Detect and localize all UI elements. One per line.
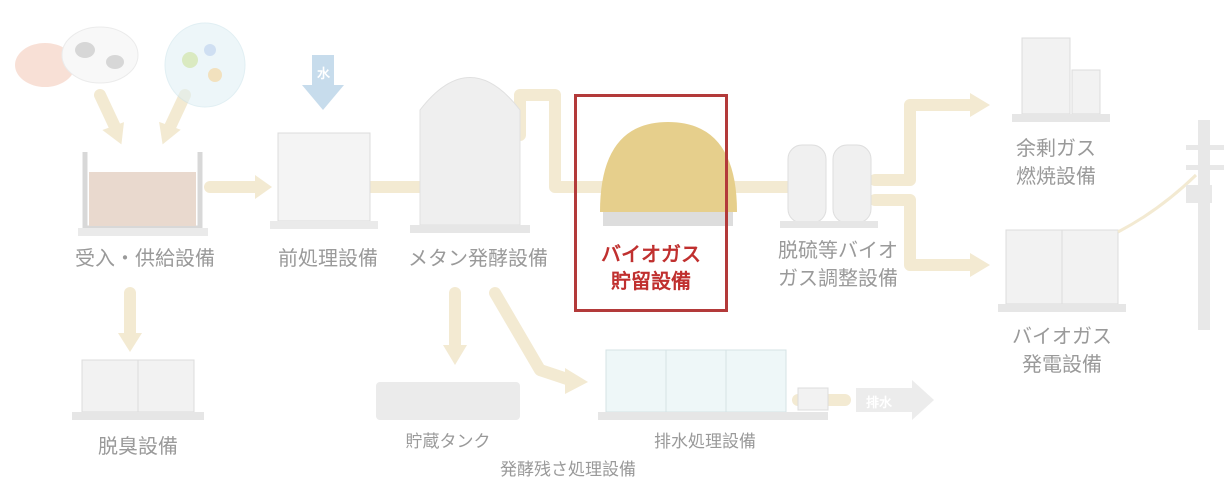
label-fermentation: メタン発酵設備 — [408, 246, 548, 270]
label-desulfur-line1: 脱硫等バイオ — [778, 238, 898, 262]
label-storage-line1: バイオガス — [601, 242, 701, 266]
label-surplus-line2: 燃焼設備 — [1016, 164, 1096, 188]
utility-pole — [1117, 120, 1224, 330]
label-surplus-line1: 余剰ガス — [1016, 136, 1096, 160]
fermentation-tank — [410, 77, 530, 233]
label-storage-line2: 貯留設備 — [611, 269, 691, 293]
desulfurization-towers — [780, 144, 878, 228]
drain-tag: 排水 — [866, 396, 893, 411]
surplus-combustion-unit — [1012, 37, 1110, 122]
receiving-hopper — [78, 152, 208, 236]
power-generator-unit — [998, 229, 1126, 312]
wastewater-unit — [598, 349, 829, 420]
storage-tank — [376, 382, 520, 420]
label-pretreatment: 前処理設備 — [278, 246, 378, 270]
label-power-line1: バイオガス — [1012, 324, 1112, 348]
label-residue: 発酵残さ処理設備 — [500, 460, 636, 480]
deodorization-unit — [72, 359, 204, 420]
water-inlet-arrow — [302, 55, 344, 110]
label-wastewater: 排水処理設備 — [654, 432, 756, 452]
pipe-lines — [124, 89, 976, 406]
gas-holder-dome — [600, 122, 737, 226]
garbage-bag-icon — [164, 22, 246, 108]
label-deodor: 脱臭設備 — [98, 434, 178, 458]
label-desulfur-line2: ガス調整設備 — [778, 266, 898, 290]
drain-arrow — [856, 380, 934, 420]
pretreatment-unit — [270, 132, 378, 229]
highlight-frame — [574, 94, 728, 312]
water-tag: 水 — [317, 67, 331, 82]
livestock-icon — [15, 26, 139, 87]
label-power-line2: 発電設備 — [1022, 352, 1102, 376]
label-receiving: 受入・供給設備 — [75, 246, 215, 270]
label-tank: 貯蔵タンク — [405, 432, 491, 452]
